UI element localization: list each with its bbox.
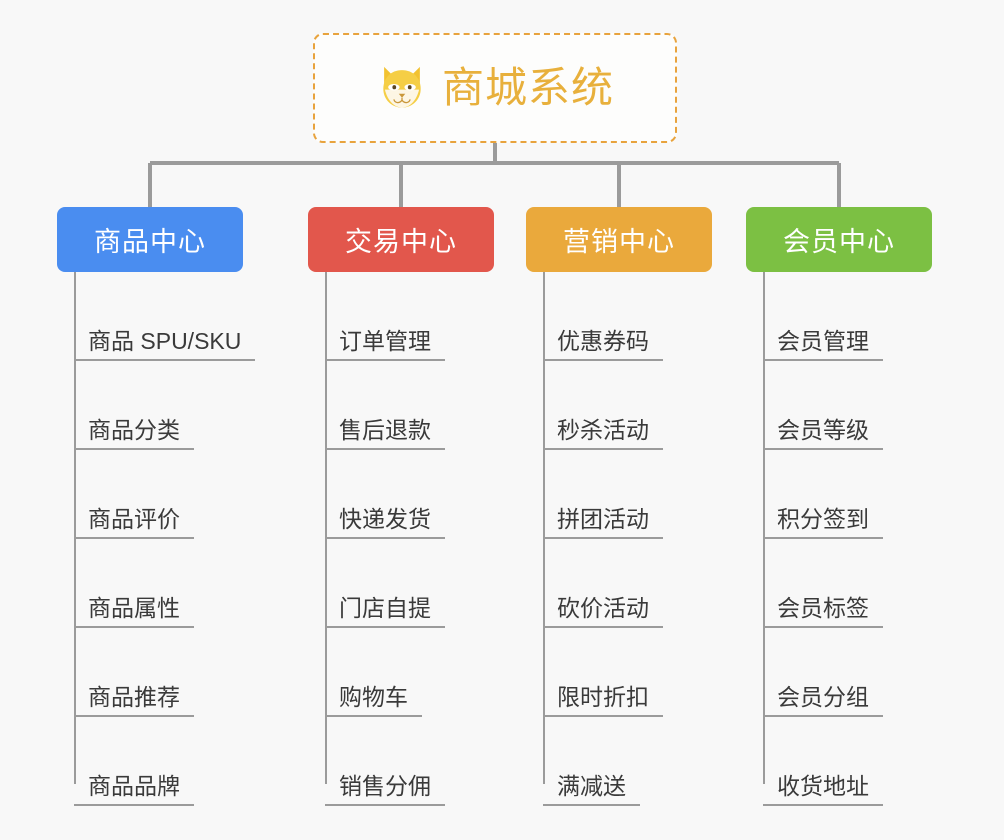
branch-header-member-center[interactable]: 会员中心 xyxy=(746,207,932,272)
list-item-label: 快递发货 xyxy=(325,506,445,539)
root-label: 商城系统 xyxy=(441,64,614,111)
list-item-label: 秒杀活动 xyxy=(543,417,663,450)
list-item[interactable]: 会员分组 xyxy=(763,628,932,717)
list-item-label: 优惠券码 xyxy=(543,328,663,361)
list-item[interactable]: 砍价活动 xyxy=(543,539,712,628)
list-item[interactable]: 售后退款 xyxy=(325,361,494,450)
list-item[interactable]: 快递发货 xyxy=(325,450,494,539)
list-item-label: 商品品牌 xyxy=(74,773,194,806)
list-item[interactable]: 销售分佣 xyxy=(325,717,494,806)
list-item-label: 商品 SPU/SKU xyxy=(74,328,256,361)
list-item[interactable]: 商品属性 xyxy=(74,539,243,628)
list-item-label: 商品属性 xyxy=(74,595,194,628)
list-item[interactable]: 购物车 xyxy=(325,628,494,717)
branch-header-trade-center[interactable]: 交易中心 xyxy=(308,207,494,272)
branch-trade-center: 交易中心 订单管理 售后退款 快递发货 门店自提 购物车 销售分佣 xyxy=(308,207,494,806)
list-item[interactable]: 订单管理 xyxy=(325,272,494,361)
list-item[interactable]: 满减送 xyxy=(543,717,712,806)
branch-marketing-center: 营销中心 优惠券码 秒杀活动 拼团活动 砍价活动 限时折扣 满减送 xyxy=(526,207,712,806)
branch-items-trade-center: 订单管理 售后退款 快递发货 门店自提 购物车 销售分佣 xyxy=(308,272,494,806)
list-item-label: 满减送 xyxy=(543,773,640,806)
list-item[interactable]: 会员等级 xyxy=(763,361,932,450)
branch-header-product-center[interactable]: 商品中心 xyxy=(57,207,243,272)
branch-header-label: 会员中心 xyxy=(783,227,895,257)
list-item[interactable]: 会员标签 xyxy=(763,539,932,628)
list-item-label: 拼团活动 xyxy=(543,506,663,539)
list-item-label: 商品推荐 xyxy=(74,684,194,717)
branch-items-member-center: 会员管理 会员等级 积分签到 会员标签 会员分组 收货地址 xyxy=(746,272,932,806)
list-item-label: 商品分类 xyxy=(74,417,194,450)
list-item-label: 会员管理 xyxy=(763,328,883,361)
list-item-label: 积分签到 xyxy=(763,506,883,539)
branch-spine xyxy=(325,272,327,784)
list-item-label: 商品评价 xyxy=(74,506,194,539)
list-item[interactable]: 收货地址 xyxy=(763,717,932,806)
root-node[interactable]: 商城系统 xyxy=(313,33,677,143)
list-item[interactable]: 商品推荐 xyxy=(74,628,243,717)
list-item-label: 会员等级 xyxy=(763,417,883,450)
branch-header-marketing-center[interactable]: 营销中心 xyxy=(526,207,712,272)
list-item[interactable]: 商品评价 xyxy=(74,450,243,539)
branch-spine xyxy=(763,272,765,784)
branch-header-label: 商品中心 xyxy=(94,227,206,257)
list-item[interactable]: 商品分类 xyxy=(74,361,243,450)
list-item[interactable]: 商品 SPU/SKU xyxy=(74,272,256,361)
list-item[interactable]: 商品品牌 xyxy=(74,717,243,806)
branch-spine xyxy=(543,272,545,784)
list-item-label: 收货地址 xyxy=(763,773,883,806)
list-item-label: 订单管理 xyxy=(325,328,445,361)
list-item-label: 砍价活动 xyxy=(543,595,663,628)
list-item[interactable]: 门店自提 xyxy=(325,539,494,628)
branch-header-label: 交易中心 xyxy=(345,227,457,257)
list-item[interactable]: 限时折扣 xyxy=(543,628,712,717)
branch-spine xyxy=(74,272,76,784)
list-item-label: 门店自提 xyxy=(325,595,445,628)
branch-header-label: 营销中心 xyxy=(563,227,675,257)
list-item-label: 销售分佣 xyxy=(325,773,445,806)
branch-items-marketing-center: 优惠券码 秒杀活动 拼团活动 砍价活动 限时折扣 满减送 xyxy=(526,272,712,806)
branch-items-product-center: 商品 SPU/SKU 商品分类 商品评价 商品属性 商品推荐 商品品牌 xyxy=(57,272,256,806)
shiba-dog-icon xyxy=(383,66,421,108)
list-item-label: 会员分组 xyxy=(763,684,883,717)
list-item[interactable]: 会员管理 xyxy=(763,272,932,361)
list-item-label: 限时折扣 xyxy=(543,684,663,717)
list-item-label: 会员标签 xyxy=(763,595,883,628)
list-item-label: 购物车 xyxy=(325,684,422,717)
list-item-label: 售后退款 xyxy=(325,417,445,450)
list-item[interactable]: 优惠券码 xyxy=(543,272,712,361)
branch-member-center: 会员中心 会员管理 会员等级 积分签到 会员标签 会员分组 收货地址 xyxy=(746,207,932,806)
list-item[interactable]: 秒杀活动 xyxy=(543,361,712,450)
list-item[interactable]: 积分签到 xyxy=(763,450,932,539)
list-item[interactable]: 拼团活动 xyxy=(543,450,712,539)
branch-product-center: 商品中心 商品 SPU/SKU 商品分类 商品评价 商品属性 商品推荐 商品品牌 xyxy=(57,207,256,806)
